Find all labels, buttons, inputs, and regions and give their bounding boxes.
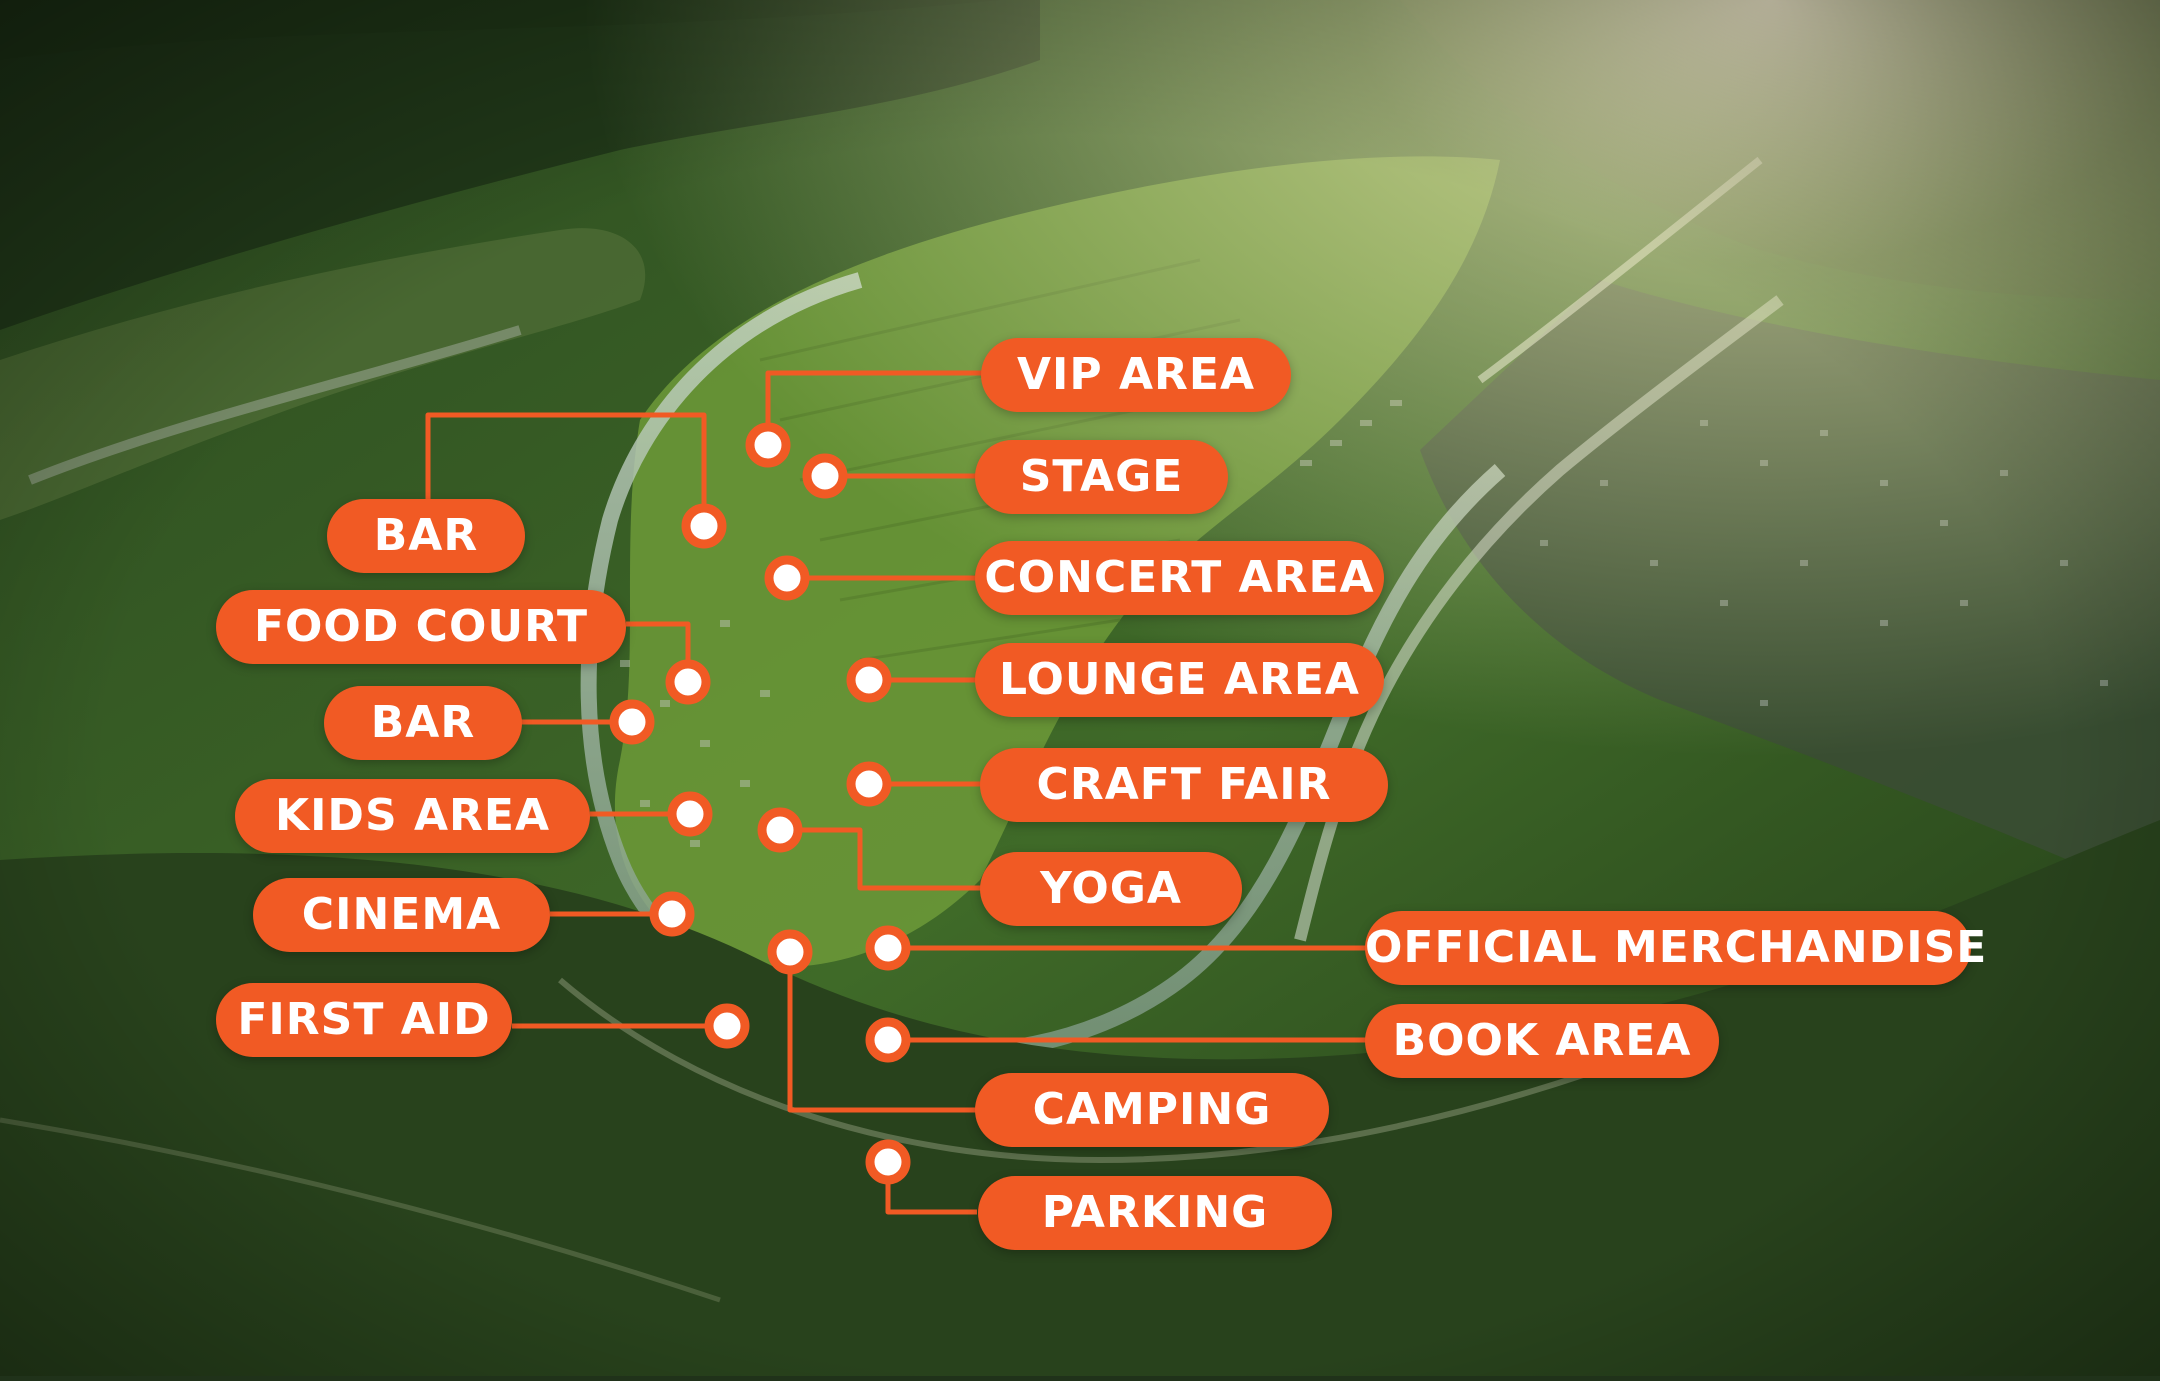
label-cinema[interactable]: CINEMA	[253, 878, 550, 952]
label-book-area[interactable]: BOOK AREA	[1365, 1004, 1719, 1078]
connector-yoga	[780, 827, 982, 891]
label-camping[interactable]: CAMPING	[975, 1073, 1329, 1147]
marker-kids-area	[667, 791, 713, 837]
label-craft-fair[interactable]: CRAFT FAIR	[980, 748, 1388, 822]
label-first-aid[interactable]: FIRST AID	[216, 983, 512, 1057]
label-concert-area[interactable]: CONCERT AREA	[975, 541, 1384, 615]
label-parking[interactable]: PARKING	[978, 1176, 1332, 1250]
marker-bar-top	[681, 503, 727, 549]
label-official-merchandise[interactable]: OFFICIAL MERCHANDISE	[1365, 911, 1986, 985]
label-kids-area[interactable]: KIDS AREA	[235, 779, 590, 853]
marker-official-merchandise	[865, 925, 911, 971]
label-bar-top[interactable]: BAR	[327, 499, 525, 573]
marker-stage	[802, 453, 848, 499]
connector-vip-area	[765, 370, 985, 445]
label-food-court[interactable]: FOOD COURT	[216, 590, 626, 664]
connector-camping	[787, 952, 977, 1113]
label-bar-middle[interactable]: BAR	[324, 686, 522, 760]
label-lounge-area[interactable]: LOUNGE AREA	[975, 643, 1384, 717]
connector-bar-top	[425, 412, 707, 526]
label-yoga[interactable]: YOGA	[980, 852, 1242, 926]
marker-parking	[865, 1139, 911, 1185]
marker-book-area	[865, 1017, 911, 1063]
marker-concert-area	[764, 555, 810, 601]
marker-first-aid	[704, 1003, 750, 1049]
marker-craft-fair	[846, 761, 892, 807]
label-stage[interactable]: STAGE	[975, 440, 1228, 514]
marker-camping	[767, 929, 813, 975]
marker-vip-area	[745, 422, 791, 468]
marker-bar-middle	[609, 699, 655, 745]
label-vip-area[interactable]: VIP AREA	[981, 338, 1291, 412]
marker-yoga	[757, 807, 803, 853]
marker-cinema	[649, 891, 695, 937]
marker-lounge-area	[846, 657, 892, 703]
marker-food-court	[665, 659, 711, 705]
